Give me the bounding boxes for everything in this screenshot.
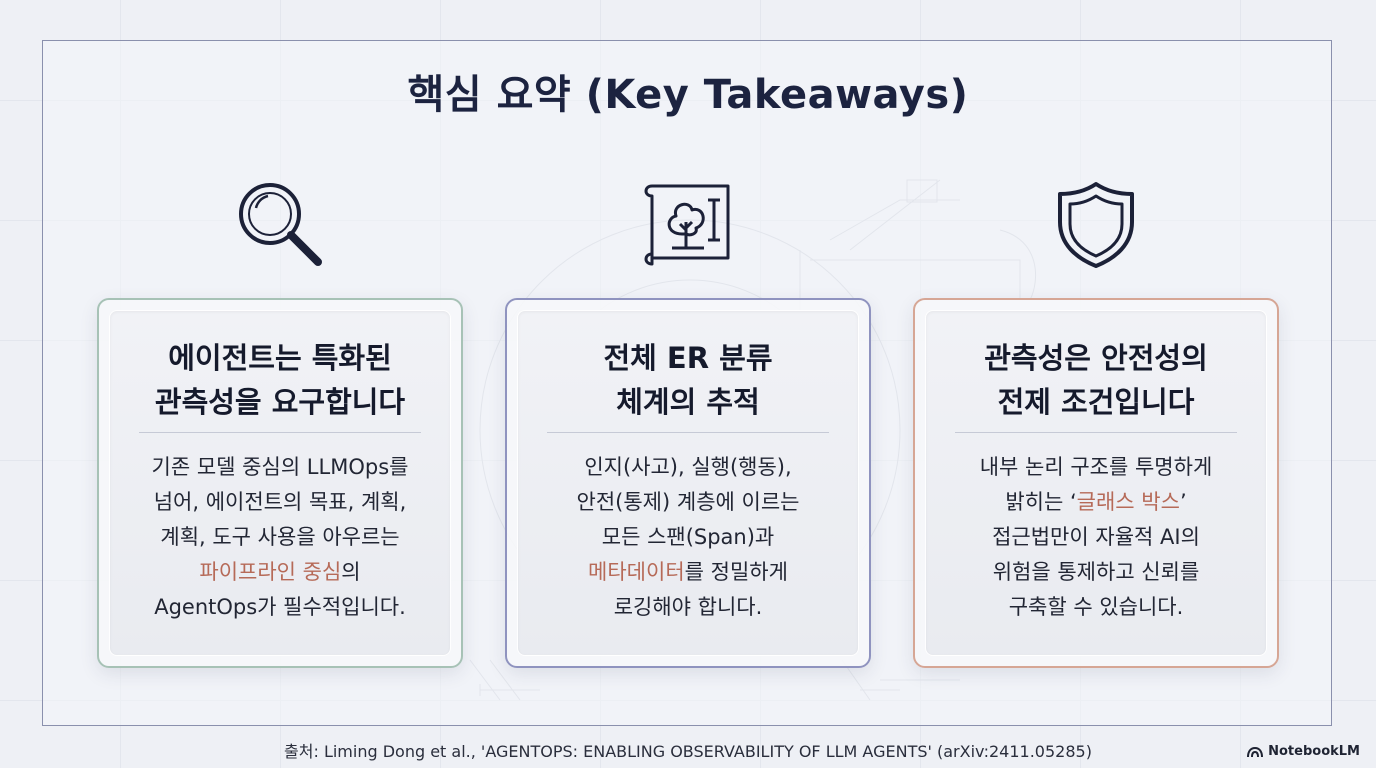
card-body-line: 모든 스팬(Span)과 xyxy=(601,525,775,549)
card-body-line: 구축할 수 있습니다. xyxy=(1008,595,1184,619)
card-divider xyxy=(955,432,1237,433)
card-heading: 에이전트는 특화된 관측성을 요구합니다 xyxy=(111,336,449,424)
card-body-line: 내부 논리 구조를 투명하게 xyxy=(979,455,1213,479)
card-heading-line: 체계의 추적 xyxy=(616,385,760,419)
card-heading-line: 에이전트는 특화된 xyxy=(168,341,392,375)
highlighted-phrase: 글래스 박스 xyxy=(1076,490,1180,514)
page-title: 핵심 요약 (Key Takeaways) xyxy=(407,72,969,118)
brand-name: NotebookLM xyxy=(1268,744,1360,759)
card-body-line: 인지(사고), 실행(행동), xyxy=(584,455,792,479)
card-body-line: 접근법만이 자율적 AI의 xyxy=(992,525,1200,549)
card-body-line: 안전(통제) 계층에 이르는 xyxy=(576,490,800,514)
notebooklm-logo-icon xyxy=(1247,746,1264,757)
brand-watermark: NotebookLM xyxy=(1247,744,1360,759)
card-inner-panel xyxy=(109,310,451,656)
card-body-text: 를 정밀하게 xyxy=(684,560,788,584)
shield-icon xyxy=(1058,182,1134,268)
card-heading-line: 관측성은 안전성의 xyxy=(984,341,1208,375)
card-body-text: ’ xyxy=(1179,490,1187,514)
card-body-line: 계획, 도구 사용을 아우르는 xyxy=(160,525,400,549)
card-heading: 관측성은 안전성의 전제 조건입니다 xyxy=(927,336,1265,424)
card-body: 내부 논리 구조를 투명하게 밝히는 ‘글래스 박스’ 접근법만이 자율적 AI… xyxy=(933,450,1259,625)
card-divider xyxy=(139,432,421,433)
magnifier-icon xyxy=(239,183,322,266)
card-body-line: 넘어, 에이전트의 목표, 계획, xyxy=(153,490,407,514)
takeaway-card-safety-prerequisite: 관측성은 안전성의 전제 조건입니다 내부 논리 구조를 투명하게 밝히는 ‘글… xyxy=(913,298,1279,668)
card-body: 기존 모델 중심의 LLMOps를 넘어, 에이전트의 목표, 계획, 계획, … xyxy=(117,450,443,625)
card-body-line: AgentOps가 필수적입니다. xyxy=(154,595,406,619)
card-body-line: 위험을 통제하고 신뢰를 xyxy=(992,560,1200,584)
source-citation: 출처: Liming Dong et al., 'AGENTOPS: ENABL… xyxy=(284,742,1092,761)
card-heading-line: 전체 ER 분류 xyxy=(603,341,773,375)
card-body-line: 기존 모델 중심의 LLMOps를 xyxy=(151,455,409,479)
card-body-line: 로깅해야 합니다. xyxy=(613,595,763,619)
card-body-text: 의 xyxy=(341,560,361,584)
takeaway-card-agent-observability: 에이전트는 특화된 관측성을 요구합니다 기존 모델 중심의 LLMOps를 넘… xyxy=(97,298,463,668)
highlighted-phrase: 파이프라인 중심 xyxy=(199,560,342,584)
card-divider xyxy=(547,432,829,433)
card-inner-panel xyxy=(517,310,859,656)
card-heading: 전체 ER 분류 체계의 추적 xyxy=(519,336,857,424)
card-heading-line: 관측성을 요구합니다 xyxy=(154,385,406,419)
card-body: 인지(사고), 실행(행동), 안전(통제) 계층에 이르는 모든 스팬(Spa… xyxy=(525,450,851,625)
blueprint-tree-icon xyxy=(644,184,730,266)
card-body-text: 밝히는 ‘ xyxy=(1005,490,1077,514)
card-heading-line: 전제 조건입니다 xyxy=(997,385,1195,419)
takeaway-card-er-taxonomy: 전체 ER 분류 체계의 추적 인지(사고), 실행(행동), 안전(통제) 계… xyxy=(505,298,871,668)
card-inner-panel xyxy=(925,310,1267,656)
highlighted-phrase: 메타데이터 xyxy=(588,560,685,584)
